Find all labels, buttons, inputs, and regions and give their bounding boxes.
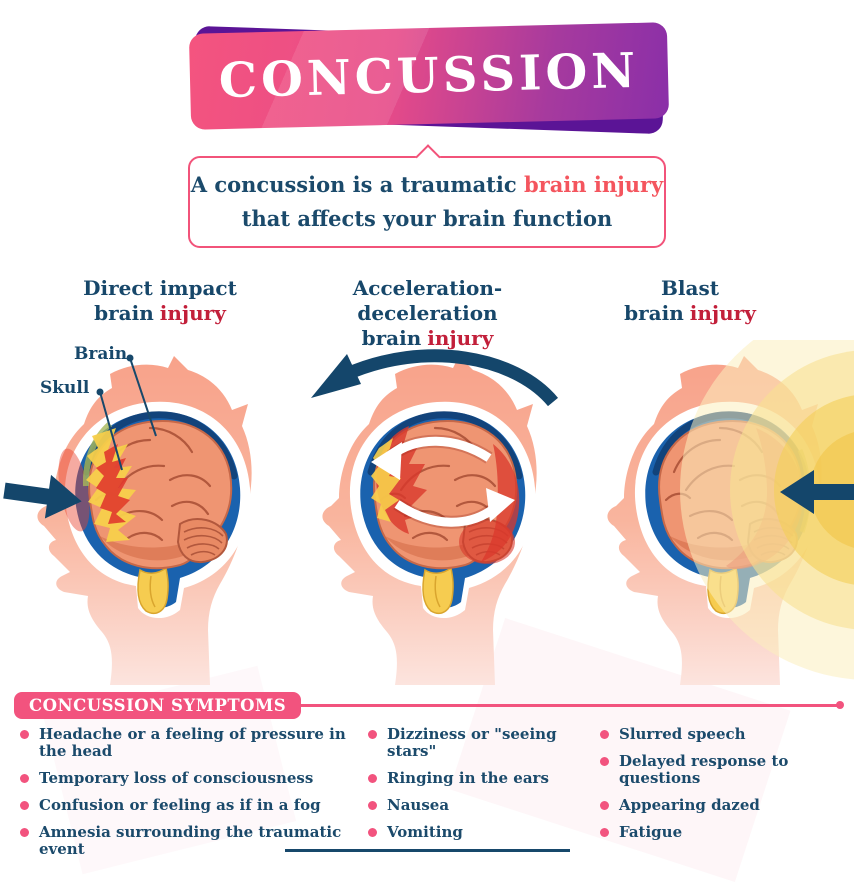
head-illustration-direct-impact [1,340,285,685]
symptom-text: Fatigue [619,823,683,841]
footer-rule [285,849,570,852]
definition-box: A concussion is a traumatic brain injury… [188,144,666,248]
symptoms-divider-line [220,701,844,709]
symptom-text: Appearing dazed [619,796,760,814]
concussion-infographic: { "title": "CONCUSSION", "definition": {… [0,0,854,854]
list-item: Confusion or feeling as if in a fog [20,797,368,814]
bullet-icon [20,730,29,739]
symptoms-column-2: Dizziness or "seeing stars" Ringing in t… [368,726,600,868]
injury-sub-dark: brain [361,326,422,350]
definition-highlight: brain injury [523,172,664,197]
list-item: Amnesia surrounding the traumatic event [20,824,368,858]
head-motion-arc [344,349,559,407]
panel-blast [570,340,854,685]
skull-label: Skull [40,378,90,398]
brain-label: Brain [74,344,128,364]
injury-sub-dark: brain [624,301,684,325]
list-item: Dizziness or "seeing stars" [368,726,600,760]
impact-burst-red [96,444,130,524]
banner-gradient-layer: CONCUSSION [188,22,670,130]
injury-type-name: Acceleration-deceleration [352,276,503,325]
definition-line1: A concussion is a traumatic brain injury [191,170,664,200]
symptoms-heading-badge: CONCUSSION SYMPTOMS [14,692,302,719]
bullet-icon [368,828,377,837]
injury-sub-red: injury [159,301,226,325]
bullet-icon [600,801,609,810]
bullet-icon [600,730,609,739]
symptom-text: Delayed response to questions [619,752,789,787]
symptom-text: Slurred speech [619,725,746,743]
illustration-row: Brain Skull [0,340,854,685]
definition-text: A concussion is a traumatic [190,172,517,197]
bullet-icon [368,801,377,810]
definition-line2: that affects your brain function [241,206,613,231]
symptom-text: Temporary loss of consciousness [39,769,314,787]
rear-injury-zone-lower [459,520,515,564]
symptom-text: Ringing in the ears [387,769,549,787]
symptoms-column-1: Headache or a feeling of pressure in the… [20,726,368,868]
bullet-icon [20,801,29,810]
list-item: Vomiting [368,824,600,841]
symptom-text: Nausea [387,796,450,814]
injury-sub-dark: brain [94,301,154,325]
symptom-text: Vomiting [387,823,463,841]
symptom-text: Headache or a feeling of pressure in the… [39,725,346,760]
brain-motion-arrowhead-right [486,488,515,522]
bullet-icon [600,828,609,837]
injury-type-name: Direct impact [83,276,237,300]
symptom-text: Amnesia surrounding the traumatic event [39,823,342,858]
injury-sub-red: injury [689,301,756,325]
bullet-icon [368,730,377,739]
head-motion-arrowhead [311,354,361,398]
page-title: CONCUSSION [218,42,640,110]
definition-caret [415,144,441,170]
brain-leader-line [129,357,157,437]
symptom-text: Dizziness or "seeing stars" [387,725,557,760]
brain-leader-dot [126,354,134,362]
list-item: Slurred speech [600,726,854,743]
symptoms-grid: Headache or a feeling of pressure in the… [0,726,854,868]
head-illustration-acceleration [311,349,559,685]
list-item: Nausea [368,797,600,814]
impact-rim [82,421,113,487]
symptom-text: Confusion or feeling as if in a fog [39,796,321,814]
brain-motion-arrowhead-left [371,442,402,480]
title-banner: CONCUSSION [188,22,670,135]
list-item: Ringing in the ears [368,770,600,787]
brain-motion-arrow-right [394,500,500,527]
list-item: Appearing dazed [600,797,854,814]
bullet-icon [20,774,29,783]
skull-leader-line [99,391,123,471]
bullet-icon [600,757,609,766]
injury-type-name: Blast [661,276,719,300]
skull-leader-dot [96,388,104,396]
symptoms-column-3: Slurred speech Delayed response to quest… [600,726,854,868]
impact-glow [58,448,90,532]
bullet-icon [368,774,377,783]
head-illustration-blast [570,340,854,685]
list-item: Fatigue [600,824,854,841]
injury-sub-red: injury [427,326,494,350]
list-item: Delayed response to questions [600,753,854,787]
list-item: Headache or a feeling of pressure in the… [20,726,368,760]
panel-acceleration-deceleration [285,340,570,685]
panel-direct-impact: Brain Skull [0,340,285,685]
list-item: Temporary loss of consciousness [20,770,368,787]
bullet-icon [20,828,29,837]
